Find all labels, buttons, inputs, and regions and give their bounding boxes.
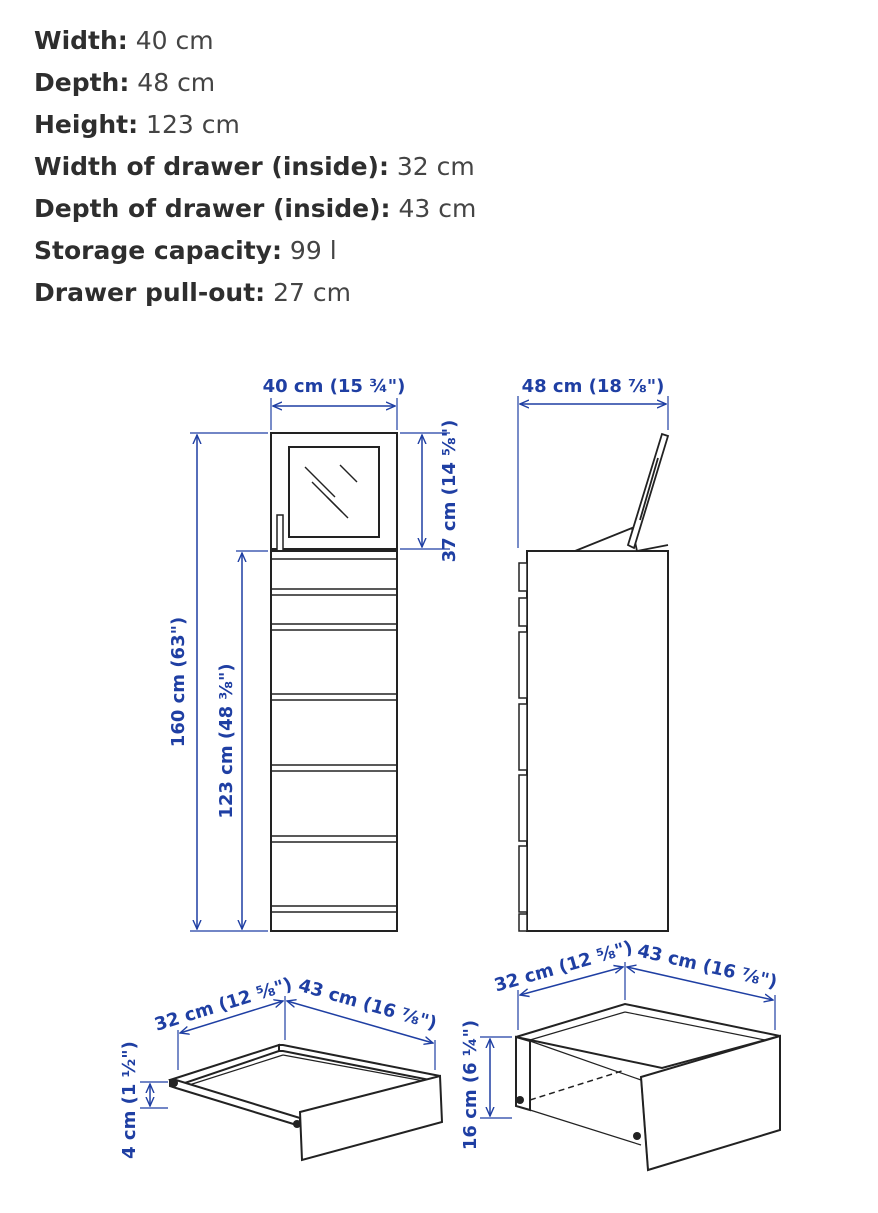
spec-value: 32 cm [388,152,475,181]
spec-value: 48 cm [129,68,216,97]
spec-drawer-width: Width of drawer (inside): 32 cm [34,146,476,188]
spec-height: Height: 123 cm [34,104,476,146]
front-drawer-fronts [270,558,398,913]
spec-drawer-pull-out: Drawer pull-out: 27 cm [34,272,476,314]
mirror-glass [288,446,380,538]
total-height-label: 160 cm (63") [168,617,189,747]
front-cabinet-body [270,550,398,932]
spec-value: 27 cm [265,278,351,307]
spec-value: 43 cm [390,194,477,223]
large-drawer-hidden-edge [529,1069,626,1101]
spec-width: Width: 40 cm [34,20,476,62]
small-drawer-view: 32 cm (12 ⅝") 43 cm (16 ⅞") 4 cm (1 ½") [119,974,444,1162]
mirror-height-label: 37 cm (14 ⅝") [439,420,460,563]
front-view: 40 cm (15 ¾") 160 cm (63") 123 cm (48 ⅜"… [168,376,460,932]
large-drawer-runner-front [633,1132,641,1140]
side-view: 48 cm (18 ⅞") [517,376,670,932]
spec-label: Storage capacity: [34,236,282,265]
open-mirror-lid [574,432,670,552]
spec-value: 99 l [281,236,337,265]
spec-label: Width of drawer (inside): [34,152,389,181]
side-cabinet-body [526,550,669,932]
spec-depth: Depth: 48 cm [34,62,476,104]
large-drawer-width-label: 32 cm (12 ⅝") [492,937,635,997]
large-drawer-runner [516,1096,524,1104]
mirror-reflection-lines [304,464,358,519]
side-drawer-edges [518,562,528,932]
large-drawer-view: 32 cm (12 ⅝") 43 cm (16 ⅞") 16 cm (6 ¼") [460,937,781,1172]
spec-label: Height: [34,110,139,139]
small-drawer-runner [170,1079,178,1087]
small-drawer-height-label: 4 cm (1 ½") [119,1041,140,1159]
spec-value: 40 cm [127,26,214,55]
side-depth-label: 48 cm (18 ⅞") [522,376,665,397]
specifications-list: Width: 40 cm Depth: 48 cm Height: 123 cm… [34,20,476,314]
body-height-label: 123 cm (48 ⅜") [216,663,237,818]
spec-label: Width: [34,26,128,55]
spec-drawer-depth: Depth of drawer (inside): 43 cm [34,188,476,230]
spec-value: 123 cm [138,110,240,139]
spec-label: Depth of drawer (inside): [34,194,391,223]
spec-label: Drawer pull-out: [34,278,266,307]
small-drawer-runner-front [293,1120,301,1128]
small-drawer-depth-label: 43 cm (16 ⅞") [296,975,439,1035]
front-width-label: 40 cm (15 ¾") [263,376,406,397]
mirror-frame [270,432,398,550]
large-drawer-height-label: 16 cm (6 ¼") [460,1020,481,1150]
spec-storage-capacity: Storage capacity: 99 l [34,230,476,272]
mirror-support [276,514,284,552]
spec-label: Depth: [34,68,130,97]
